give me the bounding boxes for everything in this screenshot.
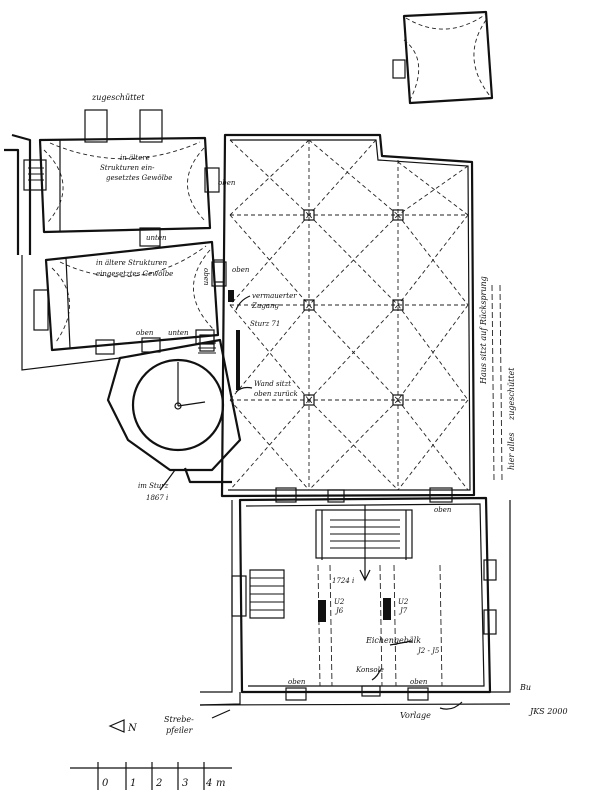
vaulted-room-lower (21, 240, 227, 371)
label-room1-line3: gesetztes Gewölbe (106, 174, 172, 182)
round-tower (106, 334, 242, 484)
label-oben-5: oben (288, 678, 306, 686)
label-u2-1: U2 (334, 598, 345, 606)
label-sturz-71: Sturz 71 (250, 320, 280, 328)
label-u2-2: U2 (398, 598, 409, 606)
label-wand-line1: Wand sitzt (254, 380, 291, 388)
scale-tick-3: 3 (182, 778, 188, 789)
label-oben-2: oben (136, 329, 154, 337)
scale-tick-4: 4 (205, 778, 212, 789)
scale-tick-0: 0 (102, 778, 109, 789)
label-konsole: Konsole (355, 666, 384, 674)
label-oben-3: oben (202, 268, 210, 286)
scale-tick-2: 2 (155, 778, 162, 789)
label-unten-2: unten (168, 329, 189, 337)
label-oben-7: oben (434, 506, 452, 514)
label-hier-alles: hier alles (507, 432, 516, 470)
north-arrow: N (108, 719, 138, 734)
label-year-1724: 1724 i (332, 577, 354, 585)
north-label: N (127, 723, 138, 734)
scale-bar: 0 1 2 3 4 m (70, 762, 232, 790)
scale-tick-1: 1 (130, 778, 136, 789)
label-zugang: Zugang (251, 302, 280, 310)
setback-line (491, 284, 503, 481)
scale-unit: m (216, 778, 225, 789)
label-pfeiler: pfeiler (166, 726, 194, 735)
lower-hall (199, 496, 511, 706)
label-strebe: Strebe- (164, 715, 194, 724)
label-year-1867: 1867 i (146, 494, 168, 502)
label-vorlage: Vorlage (400, 711, 431, 720)
label-oben-6: oben (410, 678, 428, 686)
vaulted-room-upper (23, 109, 220, 247)
leader-arrows (159, 295, 463, 719)
label-j2-j5: J2 - J5 (416, 647, 440, 655)
label-room2-line2: eingesetztes Gewölbe (96, 270, 173, 278)
label-haus-ruecksprung: Haus sitzt auf Rücksprung (479, 276, 488, 385)
signature-initials: Bu (519, 683, 531, 692)
label-unten-1: unten (146, 234, 167, 242)
label-oben-1: oben (218, 179, 236, 187)
label-vermauerter: vermauerter (252, 292, 297, 300)
label-eichengebaelk: Eichengebälk (365, 636, 421, 645)
label-j6: J6 (334, 607, 344, 615)
label-im-sturz: im Sturz (138, 482, 169, 490)
label-j7: J7 (398, 607, 408, 615)
label-room1-line2: Strukturen ein- (100, 164, 155, 172)
label-room1-line1: in ältere (120, 154, 150, 162)
label-zugeschuettet-right: zugeschüttet (507, 367, 516, 421)
main-vaulted-hall (213, 133, 476, 503)
label-room2-line1: in ältere Strukturen (96, 259, 168, 267)
outer-boundary-wall (4, 133, 32, 255)
annotations: zugeschüttet in ältere Strukturen ein- g… (91, 93, 568, 735)
label-zugeschuettet-top: zugeschüttet (91, 93, 145, 102)
signature-date: JKS 2000 (528, 707, 568, 716)
label-oben-4: oben (232, 266, 250, 274)
detached-structure (392, 10, 494, 105)
label-wand-line2: oben zurück (254, 390, 298, 398)
